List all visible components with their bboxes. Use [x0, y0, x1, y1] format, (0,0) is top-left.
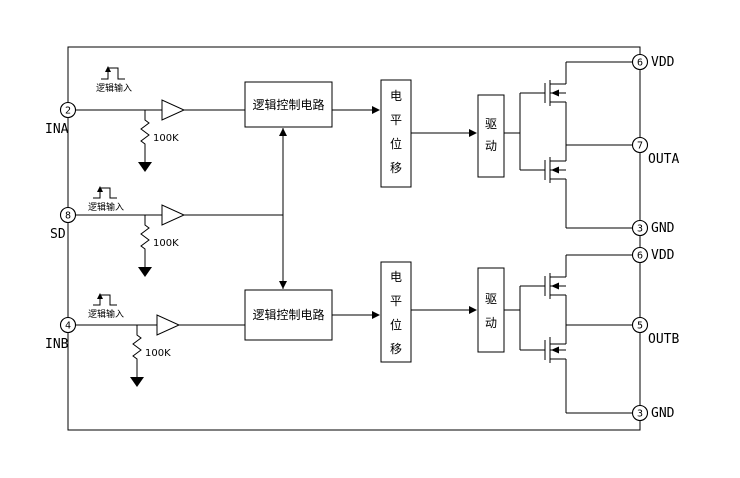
mosfet-arrow-icon: [551, 166, 559, 174]
logic-input-label: 逻辑输入: [96, 82, 132, 94]
pin-name: OUTA: [648, 152, 679, 167]
pin-vdd-b: 6 VDD: [631, 246, 675, 264]
block-label-char: 位: [390, 136, 402, 151]
pulse-edge-arrow-icon: [97, 186, 103, 192]
mosfet-low-side-b: [544, 337, 566, 363]
input-channel-inb: 逻辑输入 4 INB 100K: [45, 293, 245, 387]
pin-name: VDD: [651, 248, 675, 263]
pin-number: 7: [637, 141, 643, 152]
block-outline: [244, 81, 333, 128]
pin-vdd-a: 6 VDD: [631, 53, 675, 71]
resistor-value: 100K: [145, 348, 171, 359]
mosfet-high-side-a: [544, 62, 567, 106]
block-outline: [477, 267, 505, 353]
pin-outa: 7 OUTA: [631, 136, 679, 167]
pin-circle: [631, 316, 649, 334]
arrowhead-right-icon: [469, 129, 477, 137]
pin-gnd-b: 3 GND: [631, 404, 675, 422]
block-label-char: 驱: [485, 117, 497, 131]
ic-border: [67, 46, 641, 431]
block-label-char: 平: [390, 113, 402, 127]
logic-input-label: 逻辑输入: [88, 201, 124, 213]
block-label-char: 移: [390, 342, 402, 356]
pulse-waveform-icon: [93, 294, 117, 306]
input-channel-sd: 逻辑输入 8 SD 100K: [50, 186, 283, 277]
buffer-icon: [161, 99, 186, 121]
pin-gnd-a: 3 GND: [631, 219, 675, 237]
pin-number-sd: 8: [65, 211, 71, 222]
block-outline: [380, 261, 412, 363]
block-drive-b: 驱 动: [477, 267, 505, 353]
chain-a: 电 平 位 移 驱 动: [332, 79, 545, 188]
pin-circle: [631, 246, 649, 264]
block-label-char: 平: [390, 294, 402, 308]
pin-name: GND: [651, 221, 675, 236]
pin-name-sd: SD: [50, 227, 66, 242]
interconnect-logic-blocks: [279, 128, 287, 289]
block-label: 逻辑控制电路: [252, 97, 324, 112]
arrowhead-up-icon: [279, 128, 287, 136]
block-logic-control-a: 逻辑控制电路: [244, 81, 333, 128]
block-label-char: 电: [390, 89, 402, 103]
output-rails-b: [565, 254, 633, 414]
mosfet-high-side-b: [544, 255, 567, 299]
ground-icon: [130, 377, 144, 387]
pin-number: 3: [637, 224, 643, 235]
arrowhead-down-icon: [279, 281, 287, 289]
ground-icon: [138, 267, 152, 277]
pin-circle: [631, 404, 649, 422]
pulse-waveform-icon: [93, 187, 117, 199]
pin-number-inb: 4: [65, 321, 71, 332]
block-drive-a: 驱 动: [477, 94, 505, 178]
pulse-edge-arrow-icon: [105, 66, 111, 72]
mosfet-low-side-a: [544, 157, 566, 183]
block-label-char: 电: [390, 270, 402, 284]
block-label-char: 移: [390, 161, 402, 175]
output-rails-a: [565, 61, 633, 229]
block-level-shift-b: 电 平 位 移: [380, 261, 412, 363]
mosfet-arrow-icon: [551, 282, 559, 290]
block-outline: [477, 94, 505, 178]
input-channel-ina: 逻辑输入 2 INA 100K: [45, 66, 245, 172]
resistor-icon: [140, 215, 150, 267]
pin-name-ina: INA: [45, 122, 69, 137]
resistor-value: 100K: [153, 133, 179, 144]
pin-outb: 5 OUTB: [631, 316, 679, 347]
block-level-shift-a: 电 平 位 移: [380, 79, 412, 188]
logic-input-label: 逻辑输入: [88, 308, 124, 320]
block-label-char: 动: [485, 316, 497, 330]
pin-number: 6: [637, 58, 643, 69]
block-logic-control-b: 逻辑控制电路: [244, 289, 333, 341]
pin-name: GND: [651, 406, 675, 421]
resistor-icon: [132, 325, 142, 377]
block-label-char: 驱: [485, 292, 497, 306]
ground-icon: [138, 162, 152, 172]
mosfet-arrow-icon: [551, 346, 559, 354]
arrowhead-right-icon: [469, 306, 477, 314]
resistor-icon: [140, 110, 150, 162]
block-label: 逻辑控制电路: [252, 307, 324, 322]
pin-number: 6: [637, 251, 643, 262]
pin-number: 3: [637, 409, 643, 420]
buffer-icon: [161, 204, 186, 226]
pin-number-ina: 2: [65, 106, 71, 117]
pulse-waveform-icon: [101, 67, 125, 80]
pin-name: OUTB: [648, 332, 679, 347]
arrowhead-right-icon: [372, 311, 380, 319]
buffer-icon: [156, 314, 181, 336]
chain-b: 电 平 位 移 驱 动: [332, 261, 545, 363]
pin-number: 5: [637, 321, 643, 332]
block-label-char: 位: [390, 317, 402, 332]
pin-circle: [631, 136, 649, 154]
resistor-value: 100K: [153, 238, 179, 249]
pin-name: VDD: [651, 55, 675, 70]
block-label-char: 动: [485, 139, 497, 153]
pin-circle: [631, 53, 649, 71]
mosfet-arrow-icon: [551, 89, 559, 97]
arrowhead-right-icon: [372, 106, 380, 114]
pin-circle: [631, 219, 649, 237]
pin-name-inb: INB: [45, 337, 69, 352]
pulse-edge-arrow-icon: [97, 293, 103, 299]
